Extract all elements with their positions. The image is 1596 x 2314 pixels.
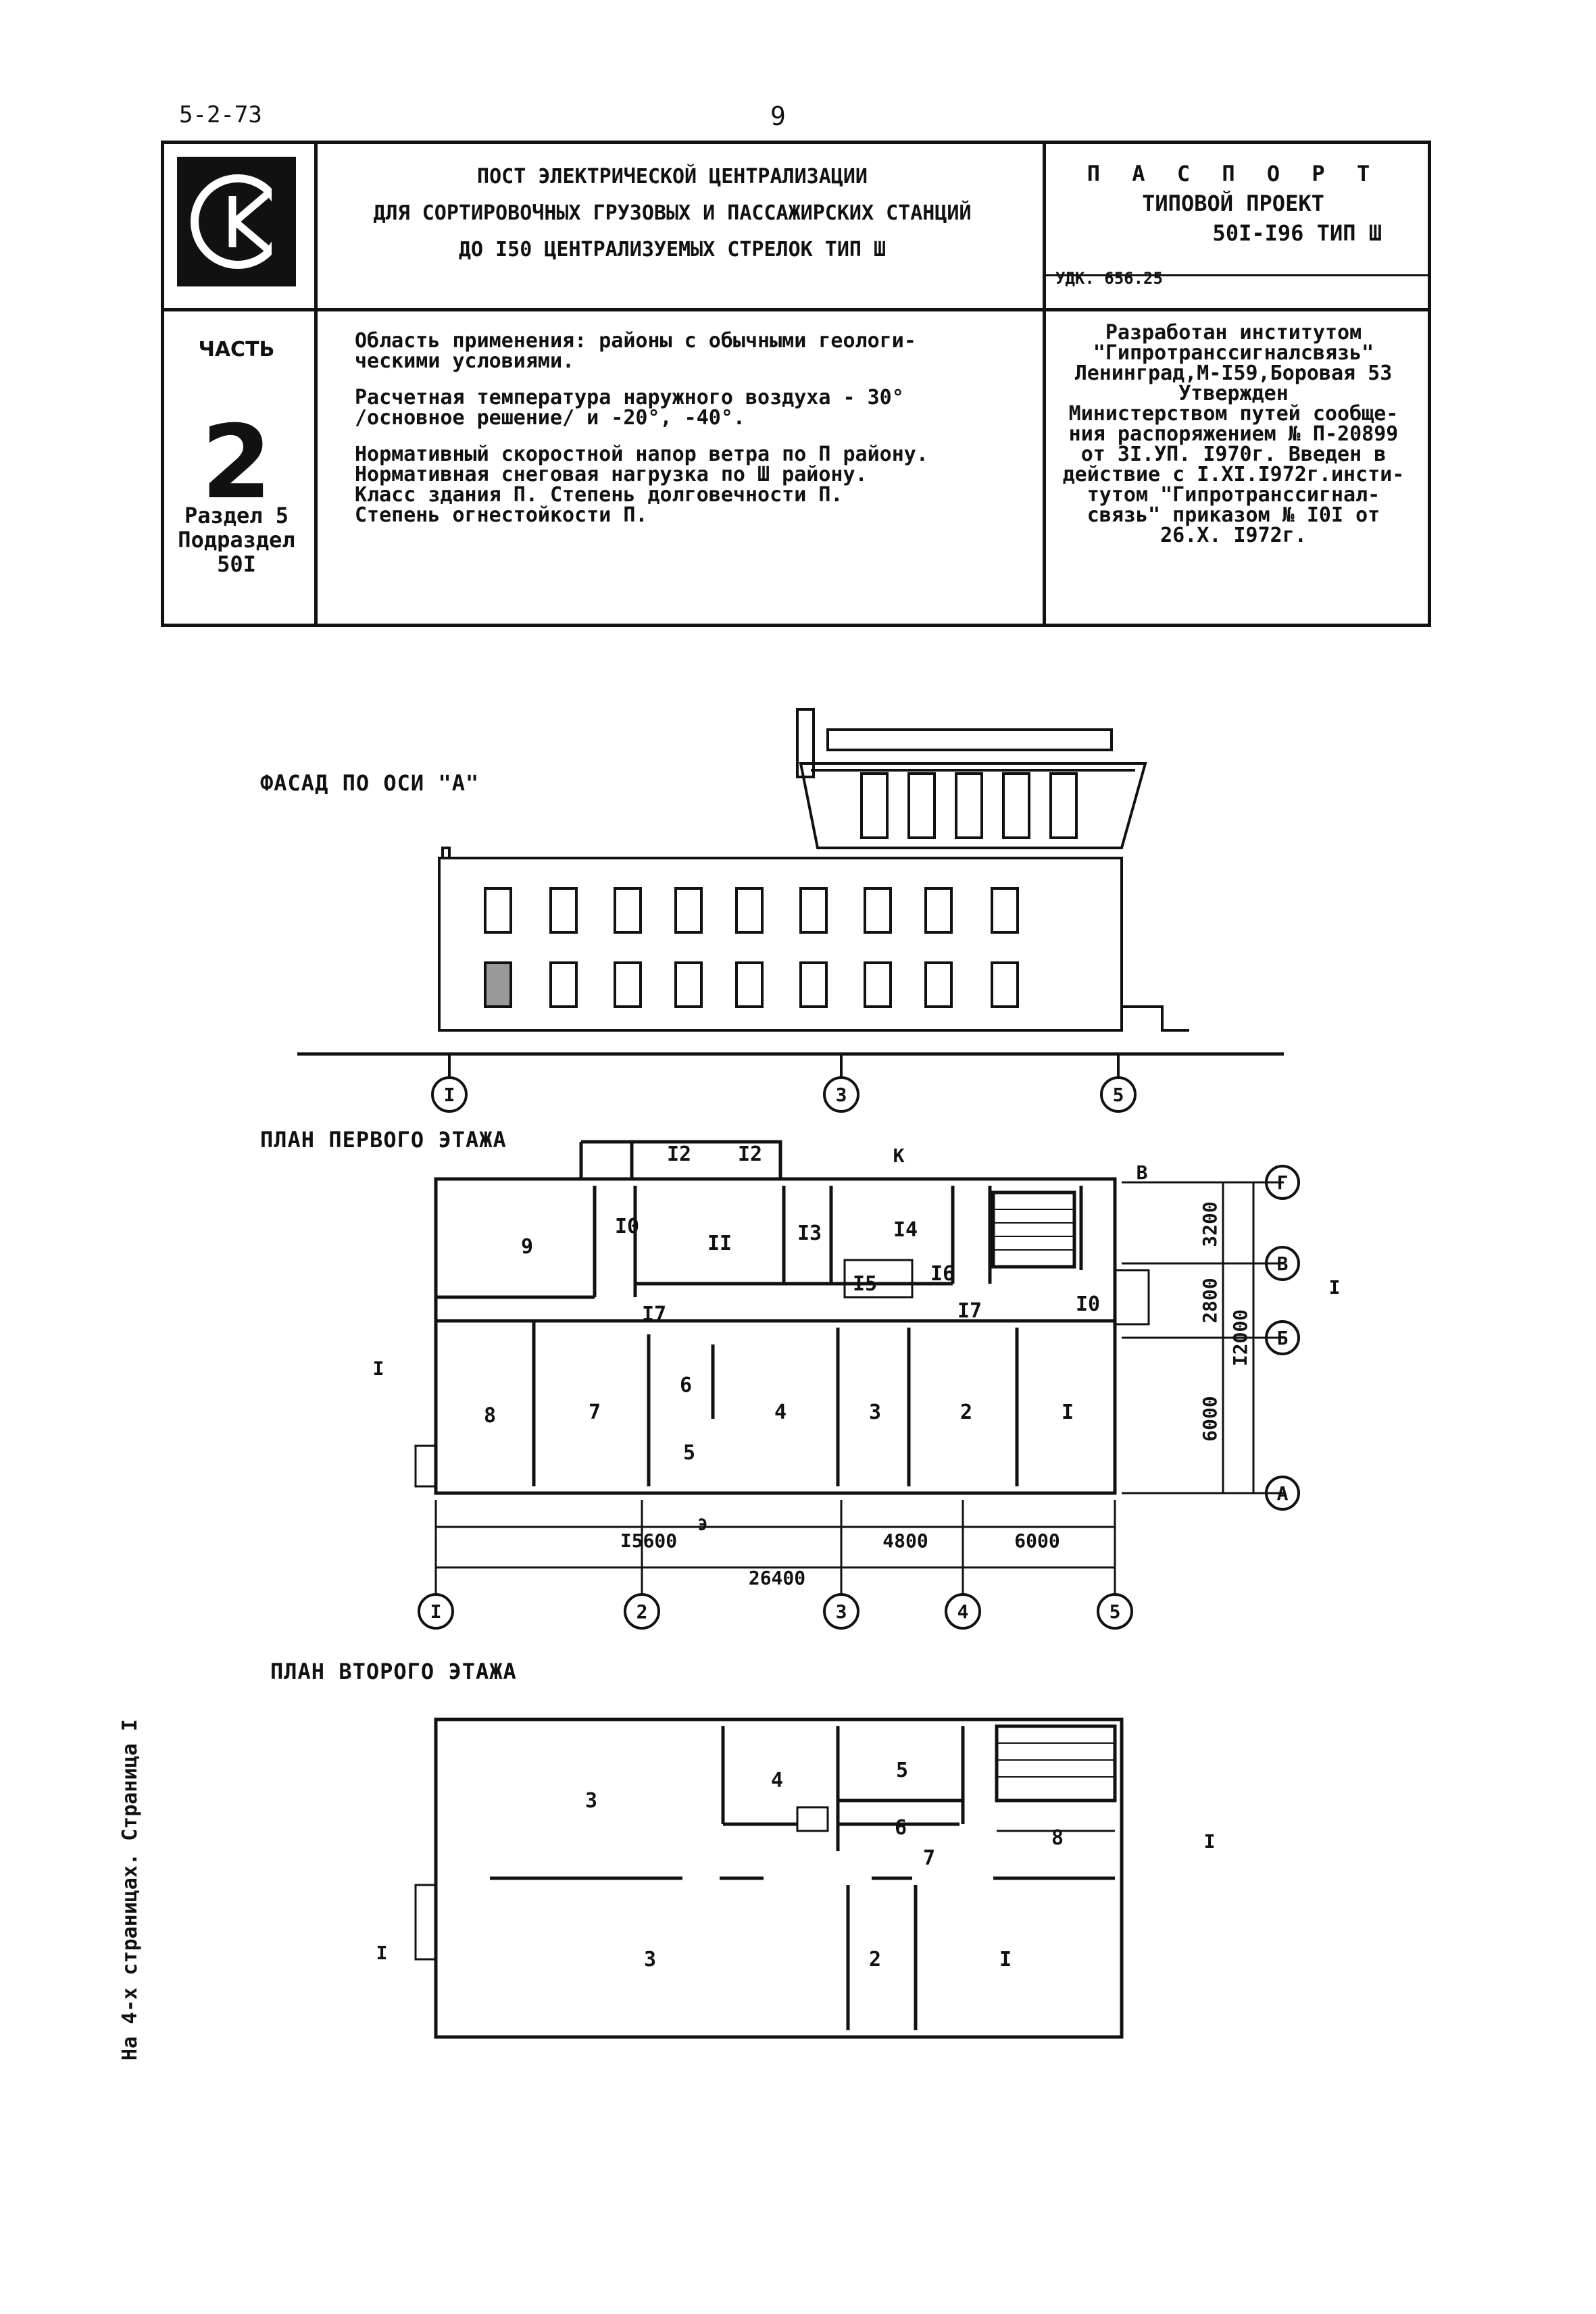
design-temperature: Расчетная температура наружного воздуха … [355, 386, 904, 430]
dim-26400: 26400 [749, 1567, 805, 1589]
plan-axis-5: 5 [1109, 1601, 1121, 1623]
plan-axis-b: Б [1277, 1327, 1289, 1349]
header-table [161, 141, 1431, 627]
part-label: ЧАСТЬ [198, 338, 275, 361]
plan1-drawing [414, 1140, 1150, 1495]
facade-axis-5: 5 [1113, 1084, 1124, 1106]
section-info: Раздел 5 Подраздел 50I [162, 503, 311, 576]
plan2-room: 2 [869, 1948, 881, 1971]
plan2-room: I [999, 1948, 1012, 1971]
passport-block: П А С П О Р Т ТИПОВОЙ ПРОЕКТ 50I-I96 ТИП… [1044, 159, 1422, 248]
plan1-label: ПЛАН ПЕРВОГО ЭТАЖА [260, 1127, 507, 1153]
application-text: Область применения: районы с обычными ге… [355, 331, 1030, 542]
section-mark-left: I [373, 1357, 384, 1380]
section-label: Раздел 5 [184, 503, 289, 528]
title-line-2: ДЛЯ СОРТИРОВОЧНЫХ ГРУЗОВЫХ И ПАССАЖИРСКИ… [373, 201, 972, 225]
plan2-drawing [414, 1717, 1124, 2039]
dim-3200: 3200 [1199, 1201, 1221, 1247]
facade-drawing [297, 708, 1284, 1056]
sk-logo-icon [191, 174, 292, 269]
entrance-k: К [893, 1145, 905, 1167]
plan1-room: I2 [738, 1142, 762, 1166]
part-number: 2 [201, 404, 272, 522]
plan2-room: 7 [923, 1846, 935, 1870]
plan-axis-3: 3 [836, 1601, 847, 1623]
plan-axis-1: I [430, 1601, 442, 1623]
plan2-room: 8 [1051, 1826, 1064, 1850]
plan-axis-a: А [1277, 1482, 1289, 1505]
page-count-note: На 4-х страницах. Страница I [118, 1719, 142, 2061]
facade-axis-3: 3 [836, 1084, 847, 1106]
plan1-room: I3 [797, 1222, 822, 1245]
passport-label: П А С П О Р Т [1087, 161, 1380, 186]
plan1-room: 2 [960, 1401, 972, 1424]
plan1-room: I2 [667, 1142, 691, 1166]
plan2-room-numbers: I 2 3 3 4 5 6 7 8 [585, 1759, 1064, 1971]
plan2-room: 3 [585, 1789, 597, 1813]
udk-code: УДК. 656.25 [1055, 269, 1163, 288]
plan1-axis-markers [418, 1165, 1300, 1630]
plan2-label: ПЛАН ВТОРОГО ЭТАЖА [270, 1659, 517, 1684]
title-line-1: ПОСТ ЭЛЕКТРИЧЕСКОЙ ЦЕНТРАЛИЗАЦИИ [477, 165, 868, 188]
plan1-room: 8 [484, 1404, 496, 1428]
plan1-room: 5 [683, 1441, 695, 1465]
project-title: ПОСТ ЭЛЕКТРИЧЕСКОЙ ЦЕНТРАЛИЗАЦИИ ДЛЯ СОР… [318, 159, 1027, 268]
plan1-room: I0 [615, 1215, 639, 1238]
plan1-room: I7 [957, 1299, 982, 1323]
plan2-room: 4 [771, 1769, 783, 1792]
section-mark-right-2: I [1204, 1830, 1216, 1853]
title-line-3: ДО I50 ЦЕНТРАЛИЗУЕМЫХ СТРЕЛОК ТИП Ш [458, 238, 887, 261]
plan1-room: I7 [642, 1303, 666, 1326]
plan1-room: I [1062, 1401, 1074, 1424]
dim-15600: I5600 [620, 1530, 677, 1552]
plan1-room: I5 [853, 1272, 877, 1296]
dim-6000-vertical: 6000 [1199, 1396, 1221, 1441]
dim-4800: 4800 [882, 1530, 928, 1552]
plan-axis-4: 4 [957, 1601, 969, 1623]
subsection-number: 50I [217, 551, 256, 577]
facade-axis-1: I [444, 1084, 455, 1106]
tower-windows [860, 772, 1078, 839]
doc-code: 5-2-73 [179, 101, 262, 128]
developer-text: Разработан институтом "Гипротранссигналс… [1062, 321, 1405, 547]
plan1-room: 9 [521, 1235, 533, 1259]
plan1-room: II [707, 1232, 732, 1255]
facade-windows-lower [484, 961, 1019, 1008]
dim-6000: 6000 [1014, 1530, 1059, 1552]
plan1-room: I4 [893, 1218, 918, 1242]
project-label: ТИПОВОЙ ПРОЕКТ [1142, 191, 1324, 216]
plan1-room: 6 [680, 1374, 692, 1397]
logo [177, 157, 296, 286]
subsection-label: Подраздел [178, 527, 295, 553]
dim-12000: I2000 [1229, 1309, 1251, 1366]
plan1-room-numbers: I 2 3 4 5 6 7 8 9 I0 II I2 I2 I3 I4 I5 I… [484, 1142, 1100, 1465]
plan2-room: 6 [895, 1816, 907, 1840]
plan2-room: 5 [896, 1759, 908, 1782]
facade-label: ФАСАД ПО ОСИ "А" [260, 770, 480, 796]
plan-axis-2: 2 [637, 1601, 648, 1623]
plan-axis-v: В [1277, 1253, 1289, 1275]
entrance-v: В [1137, 1161, 1148, 1184]
plan1-room: I0 [1076, 1292, 1100, 1316]
plan1-room: 4 [774, 1401, 787, 1424]
plan1-room: I6 [930, 1262, 955, 1286]
design-norms: Нормативный скоростной напор ветра по П … [355, 443, 928, 527]
section-mark-left-2: I [376, 1942, 388, 1964]
section-mark-right: I [1329, 1276, 1341, 1299]
entrance-e: Э [698, 1515, 707, 1534]
project-number: 50I-I96 ТИП Ш [1212, 220, 1382, 246]
plan1-room: 7 [589, 1401, 601, 1424]
plan-axis-g: Г [1277, 1172, 1289, 1194]
dim-2800: 2800 [1199, 1278, 1221, 1323]
application-area: Область применения: районы с обычными ге… [355, 329, 916, 373]
plan2-room: 3 [644, 1948, 656, 1971]
plan1-room: 3 [869, 1401, 881, 1424]
facade-windows-upper [484, 887, 1019, 934]
page-number: 9 [770, 101, 786, 131]
